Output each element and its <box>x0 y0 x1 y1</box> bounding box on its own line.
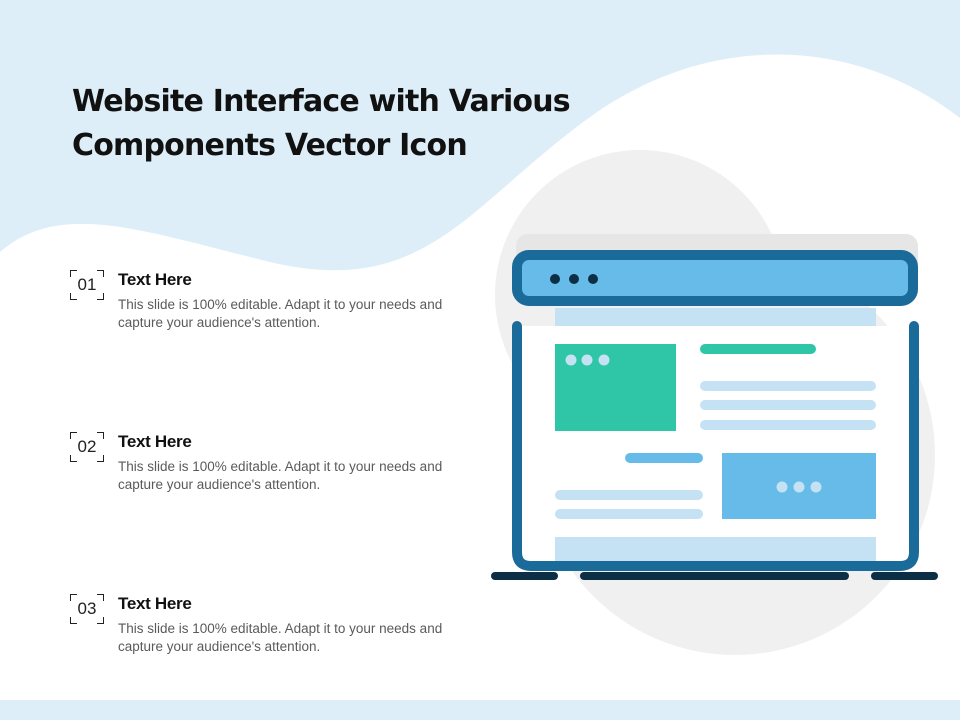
text-line <box>700 400 876 410</box>
slide-title: Website Interface with Various Component… <box>72 84 571 163</box>
media-dot-icon <box>581 354 593 366</box>
list-item-1: 01 Text Here This slide is 100% editable… <box>70 270 470 340</box>
item-description: This slide is 100% editable. Adapt it to… <box>118 459 443 492</box>
green-heading-line <box>700 344 816 354</box>
item-description: This slide is 100% editable. Adapt it to… <box>118 621 443 654</box>
list-item-2: 02 Text Here This slide is 100% editable… <box>70 432 470 502</box>
item-number: 01 <box>77 275 97 294</box>
text-line <box>700 381 876 391</box>
item-description: This slide is 100% editable. Adapt it to… <box>118 297 443 330</box>
window-dot-icon <box>550 274 560 284</box>
media-dot-icon <box>793 481 805 493</box>
window-dot-icon <box>588 274 598 284</box>
window-header-bar <box>512 250 918 306</box>
footer-block <box>555 537 876 561</box>
background-wave-shape <box>0 0 960 271</box>
item-heading: Text Here <box>118 594 192 613</box>
text-line <box>555 509 703 519</box>
number-frame: 01 <box>70 270 104 300</box>
media-dot-icon <box>598 354 610 366</box>
window-dot-icon <box>569 274 579 284</box>
item-number: 03 <box>77 599 97 618</box>
item-heading: Text Here <box>118 432 192 451</box>
footer-strip <box>0 700 960 720</box>
blue-heading-line <box>625 453 703 463</box>
item-heading: Text Here <box>118 270 192 289</box>
media-dot-icon <box>776 481 788 493</box>
number-frame: 03 <box>70 594 104 624</box>
list-item-3: 03 Text Here This slide is 100% editable… <box>70 594 470 664</box>
item-number: 02 <box>77 437 97 456</box>
text-line <box>555 490 703 500</box>
base-line-segment <box>491 572 558 580</box>
text-line <box>700 420 876 430</box>
media-dot-icon <box>810 481 822 493</box>
number-frame: 02 <box>70 432 104 462</box>
base-line-segment <box>871 572 938 580</box>
media-dot-icon <box>565 354 577 366</box>
base-line-segment <box>580 572 849 580</box>
nav-strip <box>555 308 876 326</box>
website-window-icon <box>491 150 938 655</box>
